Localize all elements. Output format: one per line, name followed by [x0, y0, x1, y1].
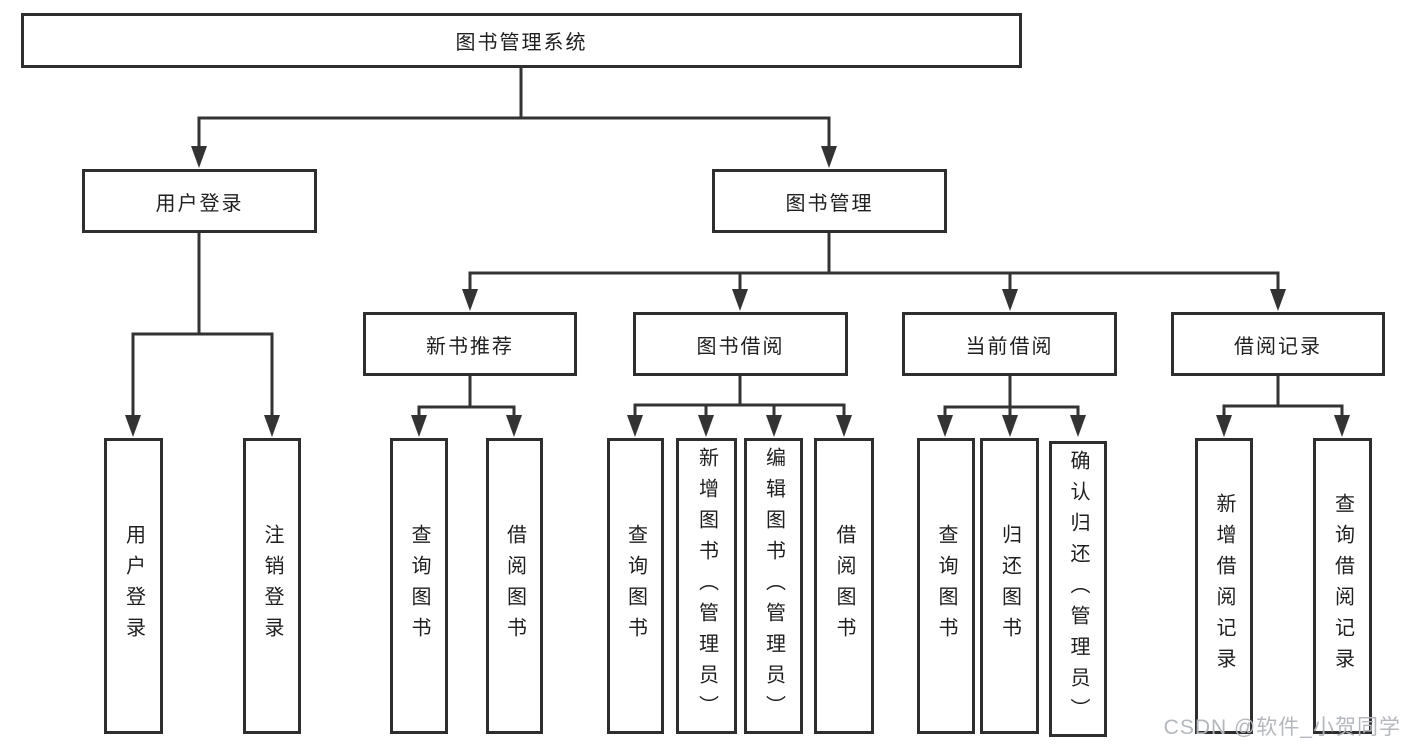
- node-root: 图书管理系统: [21, 13, 1022, 68]
- edge-current-borrowing-to-leaves: [937, 374, 1086, 437]
- leaf-borrow-books-recommend-label: 借阅图书: [503, 524, 526, 648]
- node-book-management: 图书管理: [712, 169, 947, 233]
- leaf-confirm-return-admin: 确认归还（管理员）: [1049, 441, 1107, 737]
- leaf-query-books-borrowing: 查询图书: [607, 438, 664, 734]
- arrowhead-icon: [506, 415, 522, 437]
- leaf-edit-books-admin: 编辑图书（管理员）: [744, 438, 803, 734]
- arrowhead-icon: [264, 415, 280, 437]
- node-borrowing-records-label: 借阅记录: [1234, 335, 1322, 358]
- leaf-add-books-admin: 新增图书（管理员）: [676, 438, 737, 734]
- leaf-query-books-borrowing-label: 查询图书: [624, 524, 647, 648]
- edge-new-book-recommend-to-leaves: [411, 374, 522, 437]
- leaf-query-books-current-label: 查询图书: [935, 524, 957, 648]
- arrowhead-icon: [1002, 289, 1018, 311]
- edge-root-to-level2: [191, 66, 837, 168]
- node-borrowing-records: 借阅记录: [1171, 312, 1385, 376]
- arrowhead-icon: [732, 289, 748, 311]
- edge-user-login-to-leaves: [125, 231, 280, 437]
- node-book-borrowing: 图书借阅: [633, 312, 848, 376]
- arrowhead-icon: [462, 289, 478, 311]
- node-current-borrowing-label: 当前借阅: [965, 335, 1054, 358]
- node-user-login: 用户登录: [82, 169, 317, 233]
- leaf-confirm-return-admin-label: 确认归还（管理员）: [1067, 449, 1089, 729]
- leaf-query-borrow-record: 查询借阅记录: [1313, 438, 1372, 734]
- leaf-user-login-label: 用户登录: [122, 524, 145, 648]
- leaf-logout-label: 注销登录: [261, 524, 283, 648]
- arrowhead-icon: [836, 415, 852, 437]
- arrowhead-icon: [191, 146, 207, 168]
- leaf-query-books-recommend: 查询图书: [390, 438, 448, 734]
- arrowhead-icon: [627, 415, 643, 437]
- leaf-return-books: 归还图书: [980, 438, 1039, 734]
- node-new-book-recommend-label: 新书推荐: [426, 335, 514, 358]
- leaf-query-borrow-record-label: 查询借阅记录: [1331, 493, 1354, 679]
- arrowhead-icon: [1270, 289, 1286, 311]
- leaf-borrow-books: 借阅图书: [814, 438, 874, 734]
- node-book-borrowing-label: 图书借阅: [696, 335, 785, 358]
- arrowhead-icon: [698, 415, 714, 437]
- leaf-return-books-label: 归还图书: [998, 524, 1021, 648]
- leaf-query-books-recommend-label: 查询图书: [408, 524, 430, 648]
- arrowhead-icon: [1216, 415, 1232, 437]
- leaf-query-books-current: 查询图书: [917, 438, 975, 734]
- node-book-management-label: 图书管理: [785, 192, 874, 215]
- arrowhead-icon: [1002, 415, 1018, 437]
- arrowhead-icon: [821, 146, 837, 168]
- node-current-borrowing: 当前借阅: [902, 312, 1117, 376]
- edge-book-management-to-level3: [462, 231, 1286, 311]
- arrowhead-icon: [1334, 415, 1350, 437]
- arrowhead-icon: [1070, 415, 1086, 437]
- arrowhead-icon: [766, 415, 782, 437]
- node-new-book-recommend: 新书推荐: [363, 312, 577, 376]
- leaf-add-books-admin-label: 新增图书（管理员）: [695, 446, 718, 726]
- watermark-text: CSDN @软件_小贺同学: [1163, 716, 1401, 739]
- leaf-add-borrow-record: 新增借阅记录: [1195, 438, 1253, 734]
- arrowhead-icon: [411, 415, 427, 437]
- leaf-edit-books-admin-label: 编辑图书（管理员）: [762, 446, 785, 726]
- node-user-login-label: 用户登录: [155, 192, 244, 215]
- arrowhead-icon: [937, 415, 953, 437]
- leaf-add-borrow-record-label: 新增借阅记录: [1213, 493, 1235, 679]
- edge-book-borrowing-to-leaves: [627, 374, 852, 437]
- leaf-borrow-books-recommend: 借阅图书: [486, 438, 543, 734]
- leaf-user-login: 用户登录: [104, 438, 163, 734]
- arrowhead-icon: [125, 415, 141, 437]
- edge-borrowing-records-to-leaves: [1216, 374, 1350, 437]
- leaf-borrow-books-label: 借阅图书: [833, 524, 855, 648]
- leaf-logout: 注销登录: [243, 438, 301, 734]
- node-root-label: 图书管理系统: [455, 32, 588, 54]
